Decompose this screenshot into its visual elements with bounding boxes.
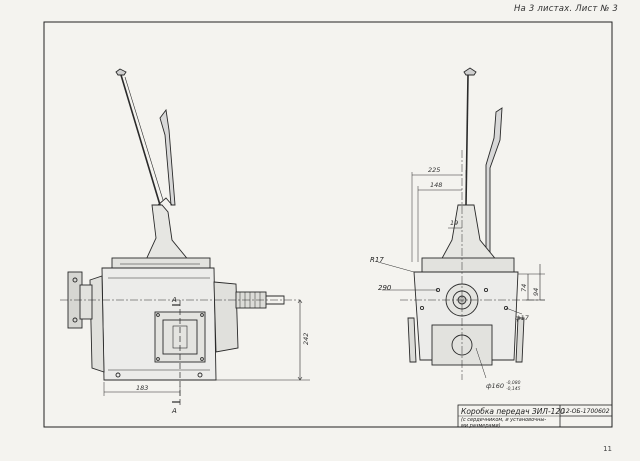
- title-block-drawing-number: 12-ОБ-1700602: [562, 408, 610, 415]
- title-block-subtitle-2: ми размерами): [461, 423, 501, 429]
- side-view: [60, 68, 310, 405]
- dim-242: 242: [302, 333, 310, 345]
- title-block: [457, 404, 613, 428]
- dim-19: 19: [450, 219, 458, 227]
- gear-lever-shaft: [120, 74, 161, 206]
- front-lever-shaft: [465, 74, 469, 206]
- title-block-title: Коробка передач ЗИЛ-120: [461, 407, 565, 416]
- lever-boot-top: [157, 197, 173, 206]
- sheet-header-note: На 3 листах. Лист № 3: [513, 4, 618, 14]
- front-top-cover: [421, 257, 515, 273]
- dim-74: 74: [520, 284, 528, 292]
- title-block-subtitle-1: (с сердечником, и установочны-: [461, 417, 546, 423]
- drawing-frame: [43, 21, 613, 428]
- front-reverse-lever: [485, 107, 503, 263]
- dim-225: 225: [428, 166, 440, 174]
- front-lower-cover: [431, 324, 493, 366]
- dim-94: 94: [532, 288, 540, 296]
- rear-housing: [213, 281, 239, 353]
- lever-housing: [144, 204, 191, 263]
- section-label-bottom: А: [171, 407, 177, 415]
- radius-label: R17: [370, 256, 384, 264]
- hole-label: ф17: [515, 314, 530, 322]
- bore-tol-lower: -0,145: [506, 386, 521, 392]
- front-view: [377, 67, 545, 380]
- page-number: 11: [603, 445, 612, 453]
- front-lever-knob: [463, 67, 477, 76]
- section-label-top: А: [171, 296, 177, 304]
- bore-tol-upper: -0,080: [506, 380, 521, 386]
- bore-label: ф160: [486, 382, 504, 390]
- reverse-lever: [159, 108, 176, 206]
- dim-148: 148: [430, 181, 442, 189]
- gear-lever-knob: [115, 68, 127, 76]
- dim-290: 290: [378, 284, 392, 292]
- gear-lever-shaft-edge: [124, 76, 164, 201]
- dim-183: 183: [136, 384, 148, 392]
